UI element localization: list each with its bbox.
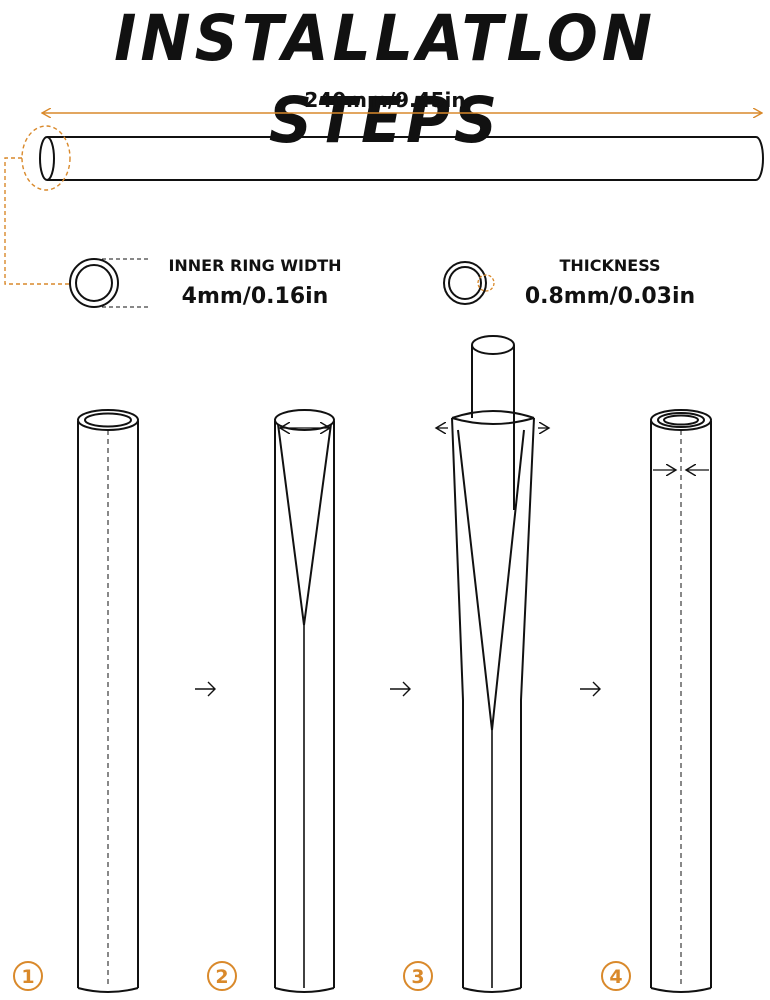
step-number-3: 3: [411, 966, 424, 988]
inner-ring-dimension-lines: [95, 258, 150, 308]
thickness-callout: [477, 274, 495, 292]
step-3-rod: [471, 335, 515, 510]
tube-end-callout: [21, 125, 71, 191]
step-1-tube: [77, 409, 139, 993]
step-badge-4: 4: [601, 961, 631, 991]
step-number-2: 2: [215, 966, 228, 988]
step-3-tube: [451, 410, 535, 993]
horizontal-tube: [39, 136, 764, 181]
step-2-tube: [274, 409, 335, 993]
step-badge-3: 3: [403, 961, 433, 991]
next-step-arrow-1: [195, 681, 216, 697]
callout-leader-line: [4, 157, 70, 285]
next-step-arrow-3: [580, 681, 601, 697]
thickness-label: THICKNESS: [559, 256, 661, 275]
inner-ring-icon: [69, 258, 119, 308]
inner-ring-width-value: 4mm/0.16in: [181, 284, 329, 309]
step-badge-1: 1: [13, 961, 43, 991]
step-number-4: 4: [609, 966, 622, 988]
inner-ring-width-label: INNER RING WIDTH: [168, 256, 342, 275]
next-step-arrow-2: [390, 681, 411, 697]
step-4-tube: [650, 409, 712, 993]
step-number-1: 1: [21, 966, 34, 988]
step-badge-2: 2: [207, 961, 237, 991]
thickness-ring-icon: [443, 261, 487, 305]
thickness-value: 0.8mm/0.03in: [524, 284, 696, 309]
page-title: INSTALLATLON STEPS: [114, 2, 656, 158]
